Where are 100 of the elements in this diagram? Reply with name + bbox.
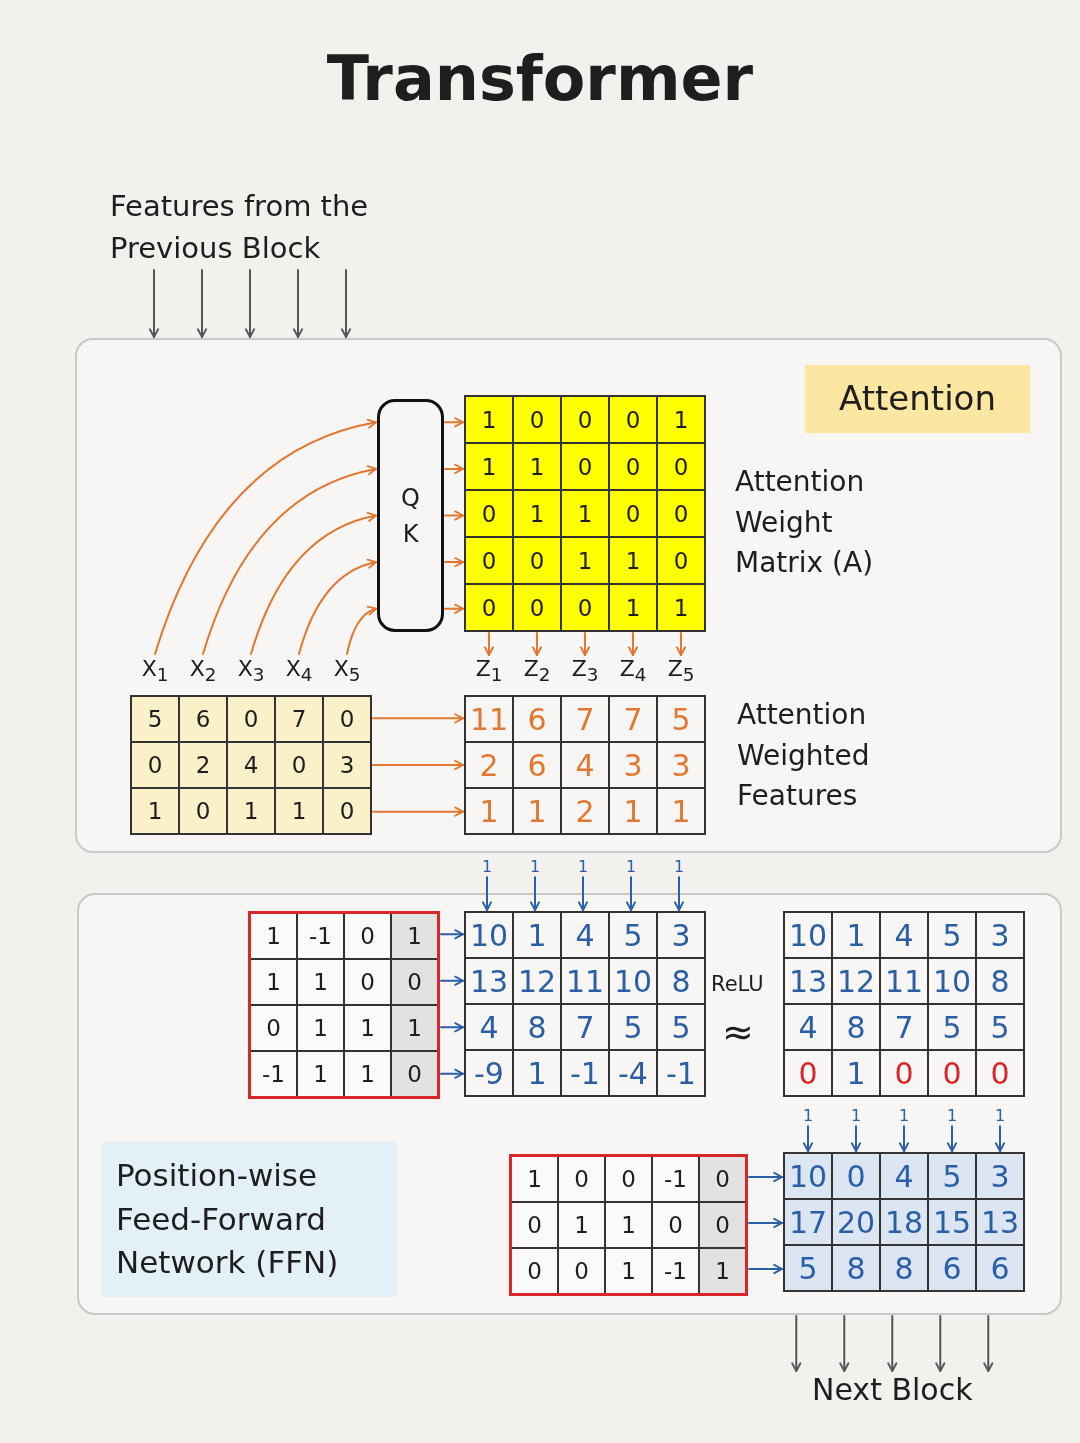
- bias-label: 1: [625, 857, 637, 877]
- arrow: [946, 1125, 958, 1152]
- arrow: [440, 1022, 464, 1033]
- matrix-cell: 3: [977, 913, 1023, 957]
- matrix-cell: 0: [658, 491, 704, 536]
- matrix-cell: 1: [298, 960, 343, 1004]
- matrix-cell: 5: [929, 1154, 975, 1198]
- matrix-cell: 1: [514, 444, 560, 489]
- matrix-cell: 1: [658, 789, 704, 833]
- arrow: [627, 632, 639, 656]
- curved-arrow: [250, 512, 377, 655]
- matrix-grid: [248, 911, 440, 1099]
- matrix-cell: 1: [658, 585, 704, 630]
- matrix-cell: 0: [610, 491, 656, 536]
- matrix-cell: 1: [466, 789, 512, 833]
- matrix-cell: 0: [562, 444, 608, 489]
- arrow: [440, 975, 464, 986]
- matrix-cell: -1: [251, 1052, 296, 1096]
- arrow: [898, 1125, 910, 1152]
- matrix-cell: 3: [658, 743, 704, 787]
- matrix-cell: 2: [562, 789, 608, 833]
- matrix-cell: 1: [466, 444, 512, 489]
- column-label: Z$_{3}$: [571, 656, 599, 687]
- matrix-cell: 5: [610, 1005, 656, 1049]
- matrix-cell: 3: [610, 743, 656, 787]
- side-caption: Attention Weight Matrix (A): [735, 464, 875, 582]
- bias-label: 1: [994, 1106, 1006, 1126]
- arrow: [440, 929, 464, 940]
- matrix-cell: 4: [881, 913, 927, 957]
- matrix-cell: 12: [833, 959, 879, 1003]
- arrow: [481, 876, 493, 911]
- matrix-cell: 6: [514, 743, 560, 787]
- column-label: Z$_{4}$: [619, 656, 647, 687]
- arrow: [748, 1171, 783, 1183]
- matrix-cell: 5: [658, 1005, 704, 1049]
- curved-arrow: [346, 606, 377, 655]
- matrix-cell: 1: [276, 789, 322, 833]
- matrix-cell: 0: [929, 1051, 975, 1095]
- matrix-cell: 6: [180, 697, 226, 741]
- matrix-cell: 1: [610, 789, 656, 833]
- matrix-cell: 0: [392, 1052, 437, 1096]
- arrow: [850, 1125, 862, 1152]
- bias-label: 1: [946, 1106, 958, 1126]
- matrix-cell: 0: [610, 397, 656, 442]
- column-label: X$_{1}$: [141, 656, 169, 687]
- matrix-cell: 0: [324, 697, 370, 741]
- matrix-cell: 8: [833, 1005, 879, 1049]
- arrow: [579, 632, 591, 656]
- column-label: X$_{3}$: [237, 656, 265, 687]
- matrix-cell: 1: [251, 960, 296, 1004]
- matrix-grid: [464, 395, 706, 632]
- arrow: [292, 269, 304, 338]
- matrix-cell: -1: [658, 1051, 704, 1095]
- matrix-cell: 1: [392, 914, 437, 958]
- matrix-cell: 5: [658, 697, 704, 741]
- matrix-cell: 1: [559, 1203, 604, 1247]
- matrix-cell: 0: [180, 789, 226, 833]
- qk-block: Q K: [377, 399, 444, 632]
- matrix-cell: 5: [132, 697, 178, 741]
- arrow: [529, 876, 541, 911]
- matrix-cell: 4: [466, 1005, 512, 1049]
- matrix-cell: 1: [658, 397, 704, 442]
- arrow: [444, 510, 464, 521]
- arrow: [372, 759, 464, 771]
- matrix-cell: 15: [929, 1200, 975, 1244]
- matrix-cell: 5: [929, 913, 975, 957]
- matrix-cell: -1: [653, 1249, 698, 1293]
- arrow: [444, 557, 464, 568]
- arrow: [148, 269, 160, 338]
- matrix-cell: 12: [514, 959, 560, 1003]
- matrix-cell: 4: [785, 1005, 831, 1049]
- matrix-grid: [130, 695, 372, 835]
- matrix-cell: 1: [298, 1052, 343, 1096]
- matrix-cell: 0: [512, 1249, 557, 1293]
- matrix-cell: 1: [833, 913, 879, 957]
- arrow: [935, 1315, 946, 1372]
- operation-label: ReLU: [711, 972, 764, 998]
- matrix-cell: 8: [881, 1246, 927, 1290]
- bias-label: 1: [481, 857, 493, 877]
- arrow: [748, 1263, 783, 1275]
- matrix-cell: 0: [251, 1006, 296, 1050]
- matrix-cell: 0: [132, 743, 178, 787]
- matrix-cell: 8: [658, 959, 704, 1003]
- matrix-grid: [783, 911, 1025, 1097]
- matrix-cell: 0: [977, 1051, 1023, 1095]
- section-title: Position-wise Feed-Forward Network (FFN): [102, 1142, 397, 1297]
- section-panel: [77, 893, 1062, 1315]
- matrix-grid: [783, 1152, 1025, 1292]
- matrix-cell: 10: [785, 1154, 831, 1198]
- matrix-grid: [464, 911, 706, 1097]
- column-label: Z$_{1}$: [475, 656, 503, 687]
- matrix-cell: 0: [324, 789, 370, 833]
- arrow: [372, 713, 464, 724]
- arrow: [444, 603, 464, 614]
- matrix-cell: -9: [466, 1051, 512, 1095]
- bias-label: 1: [577, 857, 589, 877]
- matrix-cell: 7: [276, 697, 322, 741]
- matrix-cell: 20: [833, 1200, 879, 1244]
- matrix-grid: [509, 1154, 748, 1296]
- column-label: X$_{5}$: [333, 656, 361, 687]
